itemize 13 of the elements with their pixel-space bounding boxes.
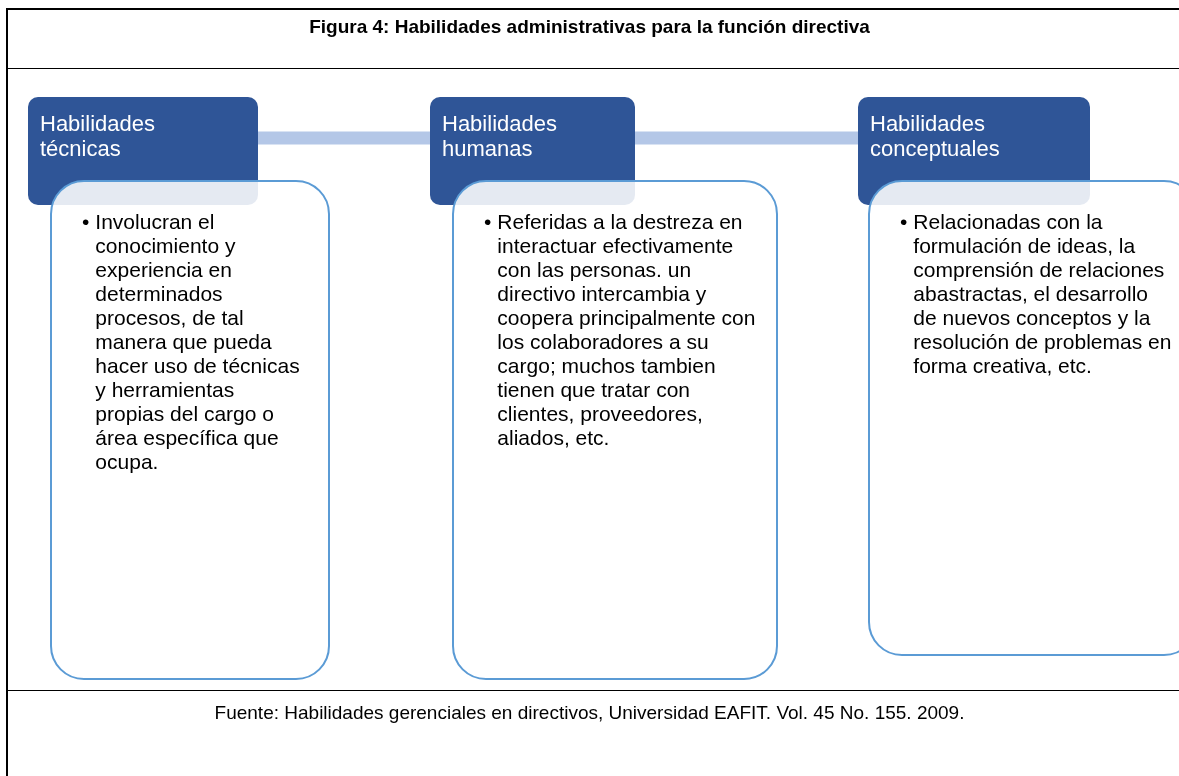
bullet-text: Referidas a la destreza en interactuar efectivamente con las personas. un directivo intercambia y coopera principalmente con los colaboradores a su cargo; muchos tambien tienen que tratar con clientes, proveedores, aliados, etc. (497, 210, 756, 450)
connector-bar (258, 131, 430, 145)
connector-bar (635, 131, 858, 145)
bullet-mark: • (900, 210, 908, 235)
figure-title: Figura 4: Habilidades administrativas para la función directiva (308, 16, 871, 38)
bullet-text: Involucran el conocimiento y experiencia en determinados procesos, de tal manera que pueda hacer uso de técnicas y herramientas propias del cargo o área específica que ocupa. (95, 210, 301, 474)
source-caption: Fuente: Habilidades gerenciales en directivos, Universidad EAFIT. Vol. 45 No. 155. 2009. (213, 702, 966, 724)
bullet-mark: • (484, 210, 492, 235)
bullet-text: Relacionadas con la formulación de ideas, la comprensión de relaciones abastractas, el desarrollo de nuevos conceptos y la resolución de problemas en forma creativa, etc. (913, 210, 1173, 378)
description-card (452, 180, 778, 680)
description-card (868, 180, 1179, 656)
bullet-mark: • (82, 210, 90, 235)
description-card (50, 180, 330, 680)
